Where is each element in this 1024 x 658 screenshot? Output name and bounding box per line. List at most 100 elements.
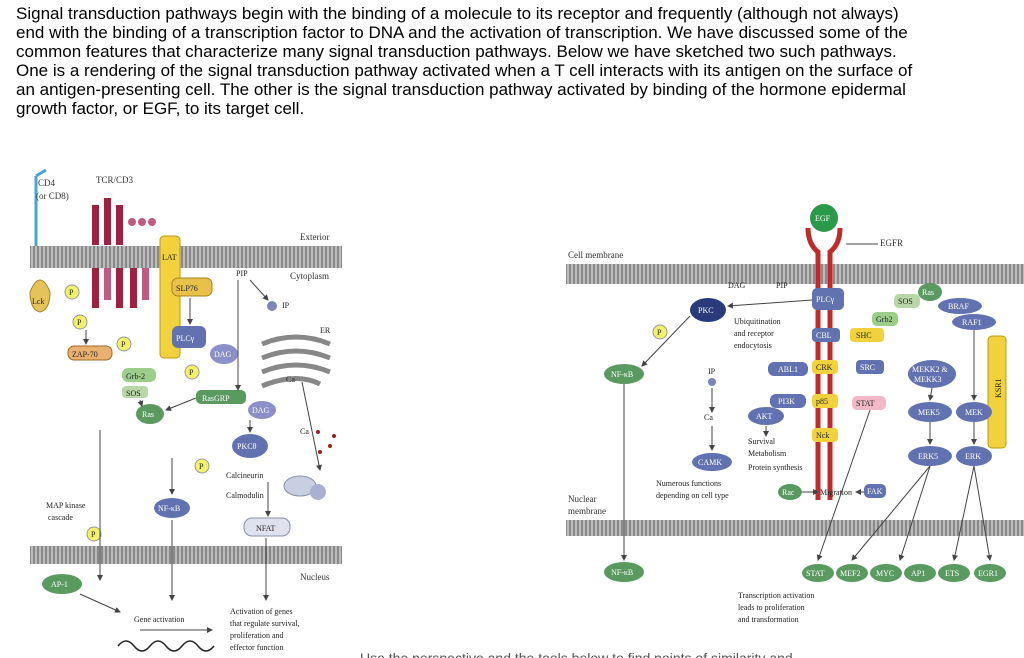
egf-label: EGF — [815, 214, 831, 223]
activation-line-4: effector function — [230, 643, 283, 652]
calcineurin-label: Calcineurin — [226, 471, 263, 480]
tf-ap1: AP1 — [911, 569, 925, 578]
tcr-complex — [92, 198, 156, 308]
activation-line-1: Activation of genes — [230, 607, 293, 616]
cd8-label: (or CD8) — [36, 191, 69, 201]
plc-gamma — [172, 326, 206, 348]
egf-ligand — [810, 204, 838, 232]
ap1-label: AP-1 — [51, 580, 68, 589]
fak-label: FAK — [867, 487, 883, 496]
exterior-label: Exterior — [300, 232, 330, 242]
erk5-label: ERK5 — [918, 452, 938, 461]
pip2-label: PIP — [236, 269, 248, 278]
nfkb-cytoplasm — [604, 364, 644, 384]
ap1-tcell — [42, 574, 82, 594]
mekk-protein — [908, 360, 956, 388]
zap70-label: ZAP-70 — [72, 350, 98, 359]
nfkb-nucleus — [604, 562, 644, 582]
activation-line-3: proliferation and — [230, 631, 284, 640]
slp76-protein — [171, 277, 213, 297]
ras-protein — [136, 404, 164, 424]
p85-label: p85 — [816, 397, 828, 406]
raf1-protein — [952, 314, 996, 330]
dna-strand — [117, 640, 215, 652]
endoplasmic-reticulum — [261, 334, 331, 389]
egfr-cell-membrane — [566, 264, 1024, 284]
ca-label: Ca — [300, 427, 309, 436]
mekk-label-2: MEKK3 — [914, 375, 942, 384]
erk-protein — [956, 446, 992, 466]
fak-protein — [864, 484, 886, 498]
tf-mef2: MEF2 — [840, 569, 860, 578]
erk5-protein — [908, 446, 952, 466]
ca-label-er: Ca — [286, 375, 295, 384]
egfr-receptor — [805, 227, 843, 500]
nfkb-label-1: NF-κB — [611, 370, 633, 379]
transcription-activation-label-3: and transformation — [738, 615, 799, 624]
p-marker: P — [657, 328, 662, 337]
stat-protein — [852, 396, 886, 410]
cell-membrane-label: Cell membrane — [568, 250, 623, 260]
tcr-label: TCR/CD3 — [96, 175, 134, 185]
shc-label: SHC — [856, 331, 872, 340]
pkc-label: PKCθ — [237, 442, 257, 451]
lck-label: Lck — [32, 297, 44, 306]
tcell-plasma-membrane — [30, 246, 342, 268]
braf-label: BRAF — [948, 302, 969, 311]
numerous-functions-label-2: depending on cell type — [656, 491, 729, 500]
rasgrp-protein — [196, 390, 246, 404]
ksr1-label: KSR1 — [994, 378, 1003, 398]
p-marker: P — [199, 462, 204, 471]
pi3k-protein — [770, 394, 806, 408]
activation-line-2: that regulate survival, — [230, 619, 300, 628]
egfr-nuclear-membrane — [566, 520, 1024, 536]
zap70-protein — [67, 345, 113, 361]
migration-label: Migration — [820, 488, 852, 497]
rasgrp-label: RasGRP — [202, 394, 230, 403]
plc-label: PLCγ — [176, 334, 195, 343]
ip3-label: IP — [708, 367, 716, 376]
lat-label: LAT — [162, 253, 177, 262]
pip2-label: PIP — [776, 281, 788, 290]
mek5-label: MEK5 — [918, 408, 940, 417]
ras-label: Ras — [142, 410, 154, 419]
rac-label: Rac — [782, 488, 795, 497]
gene-activation-label: Gene activation — [134, 615, 184, 624]
p85-protein — [812, 394, 838, 408]
p-marker: P — [91, 530, 96, 539]
nucleus-label: Nucleus — [300, 572, 330, 582]
numerous-functions-label-1: Numerous functions — [656, 479, 721, 488]
slp76-label: SLP76 — [176, 284, 198, 293]
rac-protein — [778, 484, 802, 500]
tcell-nuclear-membrane — [30, 546, 342, 564]
grb2-egfr — [872, 312, 898, 326]
src-protein — [856, 360, 884, 374]
lck-protein — [29, 279, 51, 313]
mekk-label-1: MEKK2 & — [912, 365, 949, 374]
p-marker: P — [121, 340, 126, 349]
cytoplasm-label: Cytoplasm — [290, 271, 329, 281]
crk-label: CRK — [816, 363, 833, 372]
akt-protein — [748, 407, 784, 425]
camk-protein — [692, 453, 732, 471]
mek-protein — [956, 402, 992, 422]
p-marker: P — [77, 318, 82, 327]
p-marker: P — [189, 368, 194, 377]
abl1-protein — [768, 362, 808, 376]
ip3-molecule — [267, 301, 277, 311]
shc-protein — [850, 328, 884, 342]
akt-label: AKT — [756, 412, 773, 421]
tf-stat: STAT — [806, 569, 825, 578]
cut-off-text: Use the perspective and the tools below … — [360, 650, 793, 658]
plc-label: PLCγ — [816, 295, 835, 304]
plc-gamma-egfr — [812, 288, 844, 310]
nuclear-membrane-label-2: membrane — [568, 506, 606, 516]
transcription-activation-label-2: leads to proliferation — [738, 603, 805, 612]
ras-egfr — [918, 283, 942, 301]
dag-label: DAG — [214, 350, 232, 359]
p-marker: P — [69, 288, 74, 297]
tf-ets: ETS — [945, 569, 959, 578]
nuclear-membrane-label-1: Nuclear — [568, 494, 596, 504]
